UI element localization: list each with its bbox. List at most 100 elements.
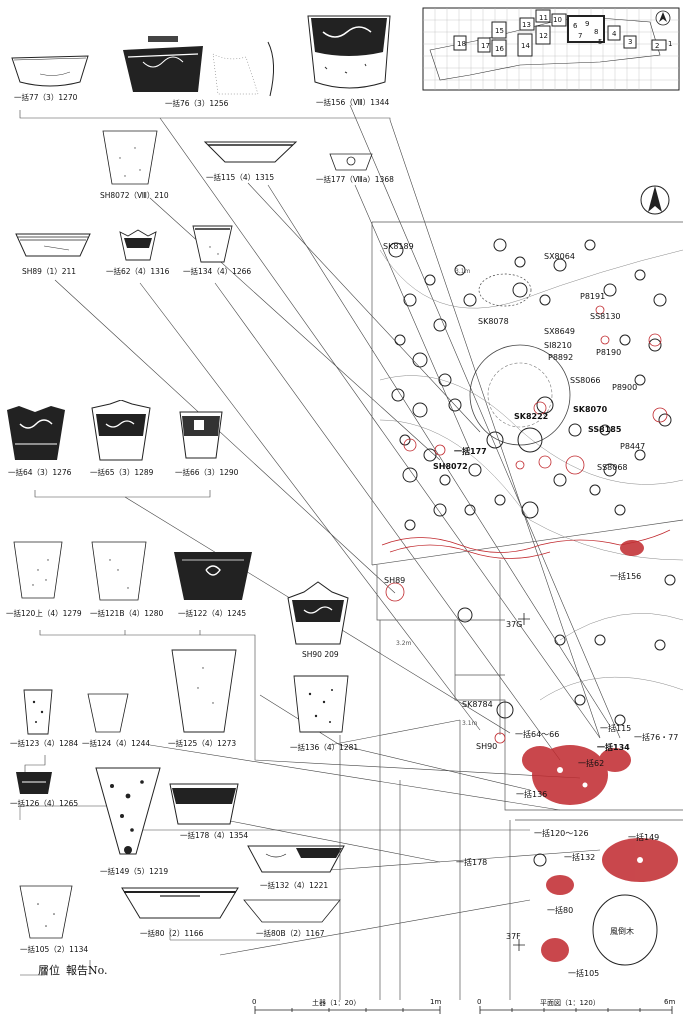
keymap-number: 13 — [522, 21, 531, 29]
plan-label-sx8649: SX8649 — [544, 327, 575, 336]
plan-label-p8190: P8190 — [596, 348, 622, 357]
plan-label-sk8784: SK8784 — [462, 700, 493, 709]
scale-plan-max: 6m — [664, 998, 676, 1006]
caption-ichikatsu121b: 一括121B（4）1280 — [90, 609, 164, 618]
caption-ichikatsu136: 一括136（4）1281 — [290, 743, 359, 752]
vessel-ichikatsu65 — [91, 400, 151, 461]
vessel-ichikatsu80 — [121, 887, 239, 919]
caption-ichikatsu134: 一括134（4）1266 — [183, 267, 252, 276]
plan-label-sh89: SH89 — [384, 576, 406, 585]
vessel-sh8072 — [102, 130, 158, 185]
vessel-ichikatsu120 — [13, 541, 63, 599]
plan-label-ss8185: SS8185 — [588, 425, 622, 434]
plan-label-grid-37g: 37G — [506, 620, 523, 629]
caption-ichikatsu66: 一括66（3）1290 — [175, 468, 239, 477]
caption-ichikatsu80b: 一括80B（2）1167 — [256, 929, 325, 938]
vessel-ichikatsu123 — [23, 689, 53, 735]
caption-ichikatsu115: 一括115（4）1315 — [206, 173, 275, 182]
keymap-number: 1 — [668, 40, 672, 48]
vessel-ichikatsu77 — [11, 55, 89, 87]
caption-ichikatsu64: 一括64（3）1276 — [8, 468, 72, 477]
caption-sh8072: SH8072（Ⅷ）210 — [100, 191, 169, 200]
keymap-number: 7 — [578, 32, 582, 40]
vessel-ichikatsu125 — [171, 649, 237, 733]
plan-label-elevation: 3.1m — [462, 720, 478, 727]
plan-label-g177: 一括177 — [454, 447, 487, 456]
vessel-ichikatsu66 — [179, 411, 223, 459]
plan-label-g64-66: 一括64～66 — [515, 730, 560, 739]
caption-ichikatsu65: 一括65（3）1289 — [90, 468, 154, 477]
vessel-ichikatsu156 — [307, 15, 391, 89]
plan-label-windfall: 風倒木 — [610, 927, 634, 936]
vessel-ichikatsu115 — [203, 141, 298, 163]
caption-ichikatsu77: 一括77（3）1270 — [14, 93, 78, 102]
keymap-number: 3 — [628, 38, 632, 46]
vessel-ichikatsu126 — [16, 772, 52, 794]
plan-label-ss8130: SS8130 — [590, 312, 621, 321]
plan-label-g136: 一括136 — [516, 790, 548, 799]
keymap-number: 8 — [594, 28, 598, 36]
plan-label-sh90: SH90 — [476, 742, 498, 751]
caption-ichikatsu123: 一括123（4）1284 — [10, 739, 79, 748]
plan-label-sk8222: SK8222 — [514, 412, 549, 421]
keymap-number: 9 — [585, 20, 589, 28]
vessel-ichikatsu122 — [174, 552, 252, 600]
caption-sh90: SH90 209 — [302, 650, 339, 659]
keymap-number: 6 — [573, 22, 578, 30]
scale-plan-min: 0 — [477, 998, 482, 1006]
vessel-ichikatsu76 — [123, 36, 274, 97]
caption-ichikatsu80: 一括80（2）1166 — [140, 929, 204, 938]
plan-label-grid-37f: 37F — [506, 932, 521, 941]
plan-label-ss8068: SS8068 — [597, 463, 628, 472]
north-arrow-icon — [640, 185, 670, 215]
caption-ichikatsu132: 一括132（4）1221 — [260, 881, 329, 890]
keymap-number: 17 — [481, 42, 490, 50]
caption-sh89: SH89（1）211 — [22, 267, 77, 276]
caption-ichikatsu62: 一括62（4）1316 — [106, 267, 170, 276]
vessel-ichikatsu134 — [192, 225, 233, 263]
vessel-ichikatsu177 — [329, 153, 373, 171]
plan-label-g115: 一括115 — [600, 724, 632, 733]
vessel-sh89 — [15, 233, 91, 257]
scale-plan-title: 平面図（1：120） — [540, 999, 600, 1007]
vessel-ichikatsu62 — [119, 229, 157, 261]
scale-pottery-max: 1m — [430, 998, 442, 1006]
plan-label-p8191: P8191 — [580, 292, 606, 301]
vessel-sh90 — [287, 581, 349, 645]
legend-report-no: 報告No. — [66, 964, 108, 977]
caption-ichikatsu76: 一括76（3）1256 — [165, 99, 229, 108]
plan-label-g76-77: 一括76・77 — [634, 733, 679, 742]
caption-ichikatsu122: 一括122（4）1245 — [178, 609, 247, 618]
plan-label-sh8072: SH8072 — [433, 462, 468, 471]
plan-label-ss8066: SS8066 — [570, 376, 601, 385]
caption-ichikatsu178: 一括178（4）1354 — [180, 831, 249, 840]
vessel-ichikatsu80b — [243, 899, 341, 923]
keymap-number: 11 — [539, 14, 548, 22]
caption-ichikatsu120: 一括120上（4）1279 — [6, 609, 82, 618]
plan-label-p8900: P8900 — [612, 383, 638, 392]
keymap-number: 15 — [495, 27, 504, 35]
plan-label-p8447: P8447 — [620, 442, 646, 451]
plan-label-g149: 一括149 — [628, 833, 660, 842]
plan-label-g156: 一括156 — [610, 572, 642, 581]
plan-label-sk8078: SK8078 — [478, 317, 509, 326]
caption-ichikatsu124: 一括124（4）1244 — [82, 739, 151, 748]
vessel-ichikatsu136 — [293, 675, 349, 733]
vessel-ichikatsu132 — [247, 845, 345, 873]
keymap-number: 12 — [539, 32, 548, 40]
caption-ichikatsu105: 一括105（2）1134 — [20, 945, 89, 954]
plan-label-g134: 一括134 — [597, 743, 630, 752]
plan-label-g62: 一括62 — [578, 759, 605, 768]
caption-ichikatsu126: 一括126（4）1265 — [10, 799, 79, 808]
vessel-ichikatsu121b — [91, 541, 147, 601]
leader-line — [19, 110, 601, 739]
plan-label-elevation: 3.1m — [455, 268, 471, 275]
vessel-ichikatsu105 — [19, 885, 73, 939]
caption-ichikatsu177: 一括177（Ⅷa）1368 — [316, 175, 394, 184]
keymap-number: 4 — [612, 30, 617, 38]
plan-label-si8210: SI8210 — [544, 341, 572, 350]
plan-label-g105: 一括105 — [568, 969, 600, 978]
vessel-ichikatsu178 — [169, 783, 239, 825]
